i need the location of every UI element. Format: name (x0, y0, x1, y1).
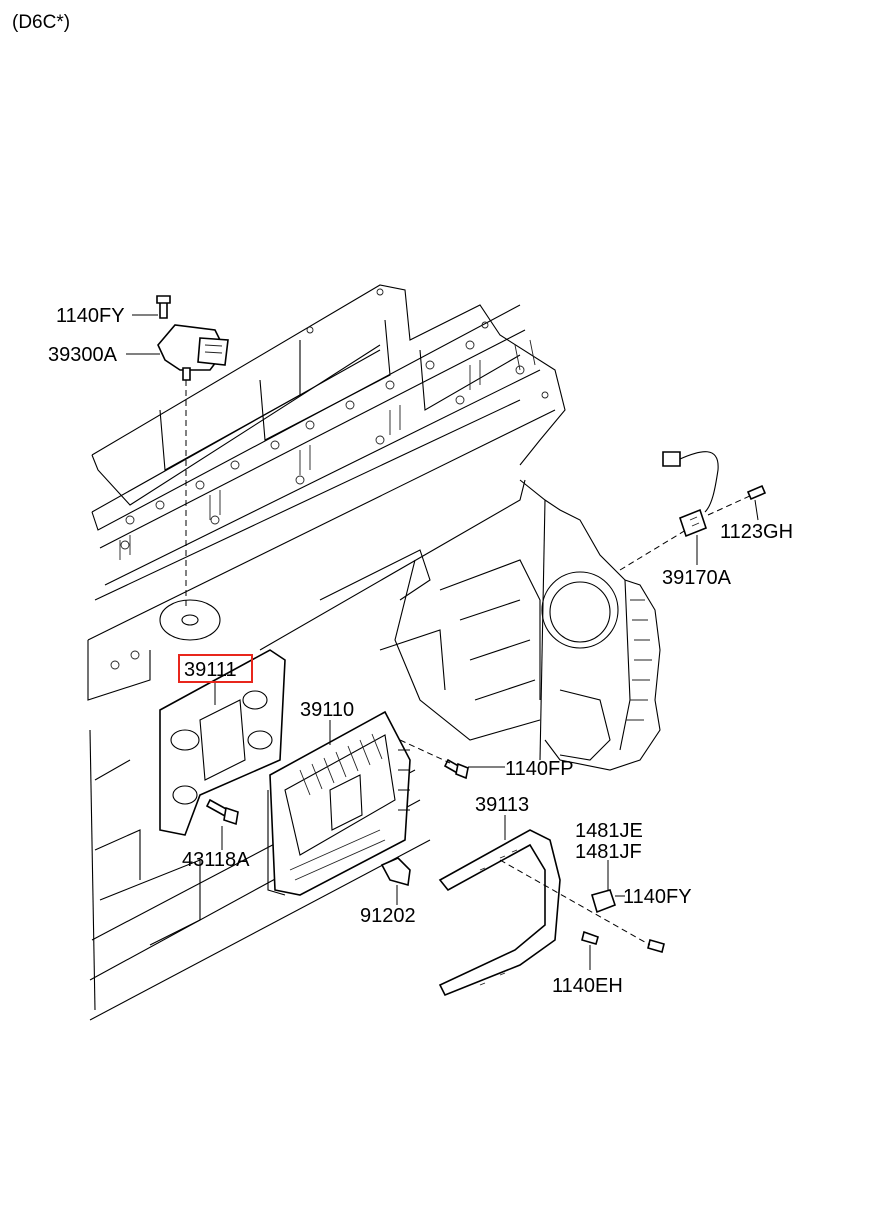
bolt-43118a (205, 798, 239, 826)
callout-43118a[interactable]: 43118A (182, 849, 250, 871)
map-sensor-39300a (157, 324, 229, 381)
speed-sensor-39170a (662, 451, 719, 538)
callout-1481jf[interactable]: 1481JF (575, 841, 642, 863)
callout-39300a[interactable]: 39300A (48, 344, 118, 366)
leader-lines (126, 314, 759, 970)
callout-39170a[interactable]: 39170A (662, 567, 732, 589)
highlight-box-39111 (178, 654, 253, 683)
bracket-39113 (438, 829, 561, 997)
gasket-39111 (159, 649, 286, 836)
clip-1481je-jf (591, 889, 616, 914)
bolt-1140fy-bottom (647, 939, 665, 953)
callout-1123gh[interactable]: 1123GH (720, 521, 793, 543)
bolt-1140fp (443, 758, 469, 780)
bracket-91202 (380, 857, 411, 887)
callout-1140fy-top[interactable]: 1140FY (56, 305, 125, 327)
bolt-axis-1123gh (707, 494, 753, 516)
callout-1481je[interactable]: 1481JE (575, 820, 643, 842)
callout-39111[interactable]: 39111 (184, 659, 237, 681)
bracket-install-axis (499, 859, 651, 946)
callout-39113[interactable]: 39113 (475, 794, 529, 816)
callout-91202[interactable]: 91202 (360, 905, 416, 927)
callout-1140fy-bottom[interactable]: 1140FY (623, 886, 692, 908)
callout-1140eh[interactable]: 1140EH (552, 975, 623, 997)
engine-code-header: (D6C*) (12, 12, 70, 33)
callout-1140fp[interactable]: 1140FP (505, 758, 574, 780)
bolt-1123gh (746, 484, 767, 501)
bolt-1140eh (581, 930, 599, 945)
callout-39110[interactable]: 39110 (300, 699, 354, 721)
sensor-axis-39170a (619, 529, 687, 571)
fp-install-axis (399, 739, 451, 764)
bolt-1140fy-top (156, 295, 171, 319)
ecu-39110 (267, 710, 411, 896)
